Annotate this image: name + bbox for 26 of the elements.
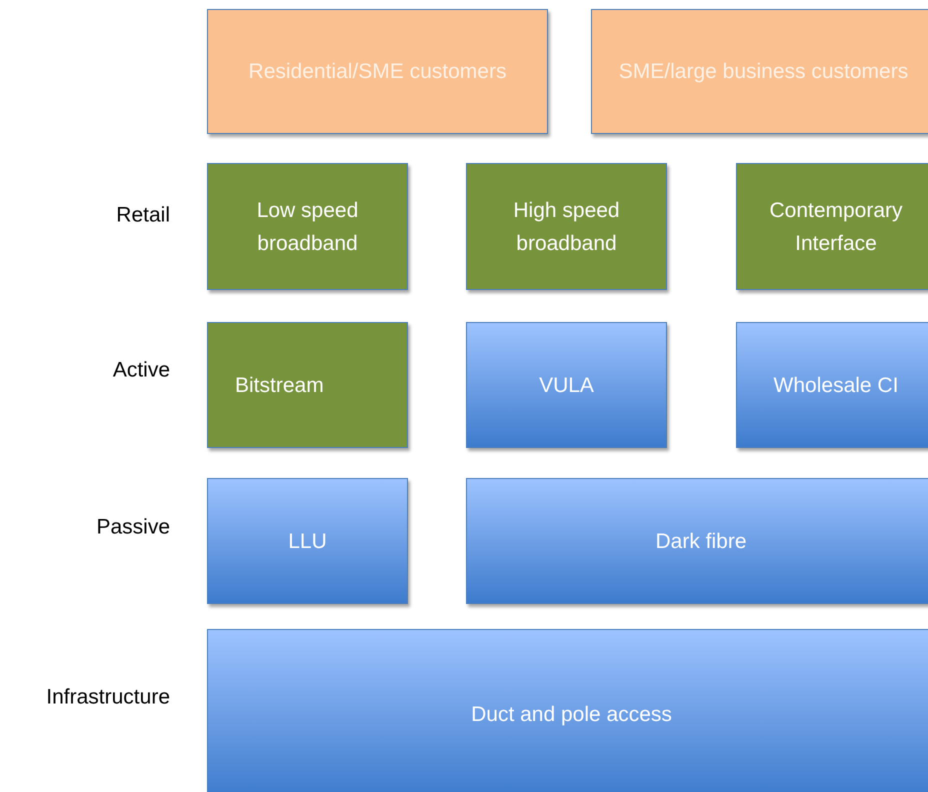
box-text: Wholesale CI: [774, 372, 898, 398]
layer-label: Infrastructure: [46, 686, 170, 708]
box-text: Low speed broadband: [256, 198, 360, 256]
box-text: High speed broadband: [512, 198, 621, 256]
layer-label: Active: [112, 360, 170, 380]
layer-box: [207, 322, 408, 448]
box-text: Bitstream: [235, 372, 324, 398]
layer-box: [466, 322, 667, 448]
layer-box: [207, 163, 408, 290]
box-text: Contemporary Interface: [768, 198, 904, 256]
layer-label: Passive: [96, 516, 170, 538]
layer-box: [591, 9, 928, 134]
layer-box: [466, 163, 667, 290]
box-text: Duct and pole access: [471, 702, 672, 728]
layer-box: [736, 163, 928, 290]
box-text: Residential/SME customers: [248, 59, 506, 85]
box-text: LLU: [288, 528, 327, 554]
layer-box: [207, 629, 928, 792]
layer-box: [466, 478, 928, 604]
box-text: VULA: [539, 372, 594, 398]
layer-box: [207, 9, 548, 134]
box-text: Dark fibre: [655, 528, 747, 554]
layer-label: Retail: [116, 204, 170, 226]
layer-box: [207, 478, 408, 604]
layer-box: [736, 322, 928, 448]
box-text: SME/large business customers: [618, 59, 908, 85]
